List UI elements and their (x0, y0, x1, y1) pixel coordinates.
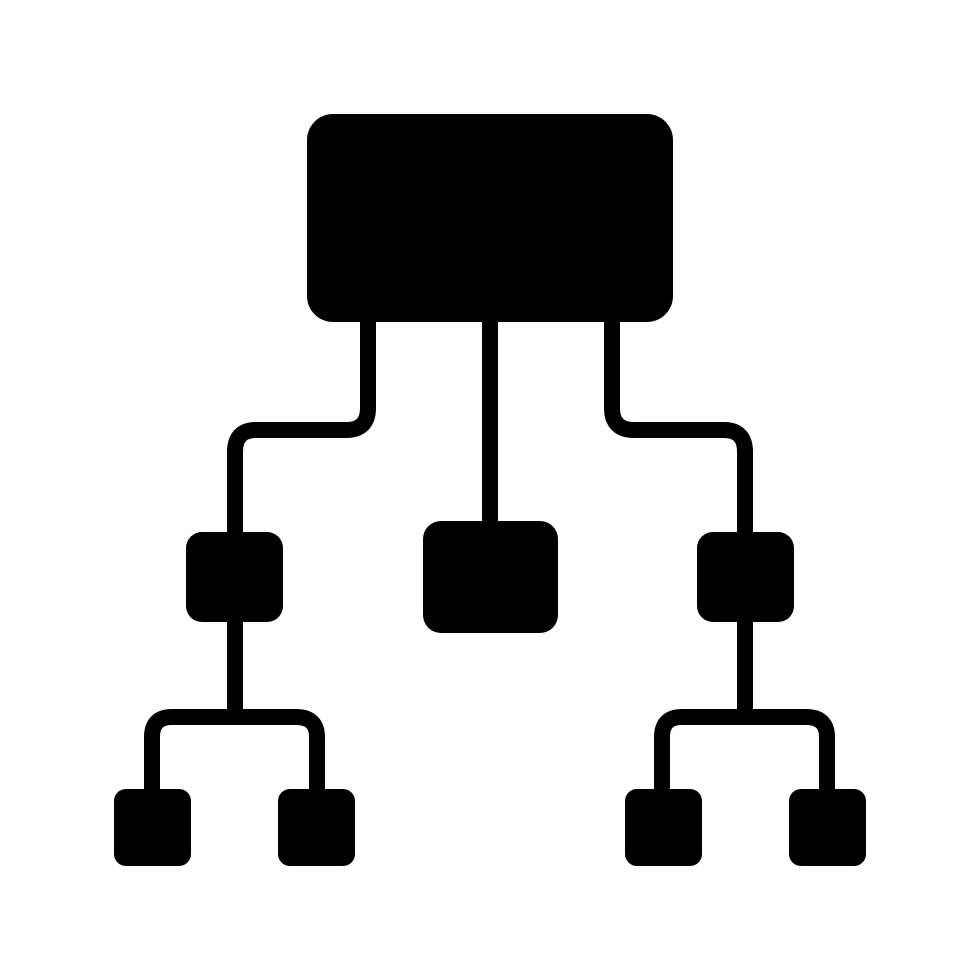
leaf-node-1 (114, 789, 191, 866)
leaf-node-2 (278, 789, 355, 866)
leaf-node-3 (625, 789, 702, 866)
connector-lines (144, 320, 835, 792)
root-node (307, 114, 673, 322)
child-node-right (697, 532, 794, 622)
connector-right (604, 320, 753, 535)
connector-left (227, 320, 376, 535)
connector-right-fork (654, 709, 835, 792)
child-node-left (186, 532, 283, 622)
hierarchy-nodes (114, 114, 866, 866)
connector-left-fork (144, 709, 325, 792)
leaf-node-4 (789, 789, 866, 866)
child-node-center (423, 521, 558, 633)
